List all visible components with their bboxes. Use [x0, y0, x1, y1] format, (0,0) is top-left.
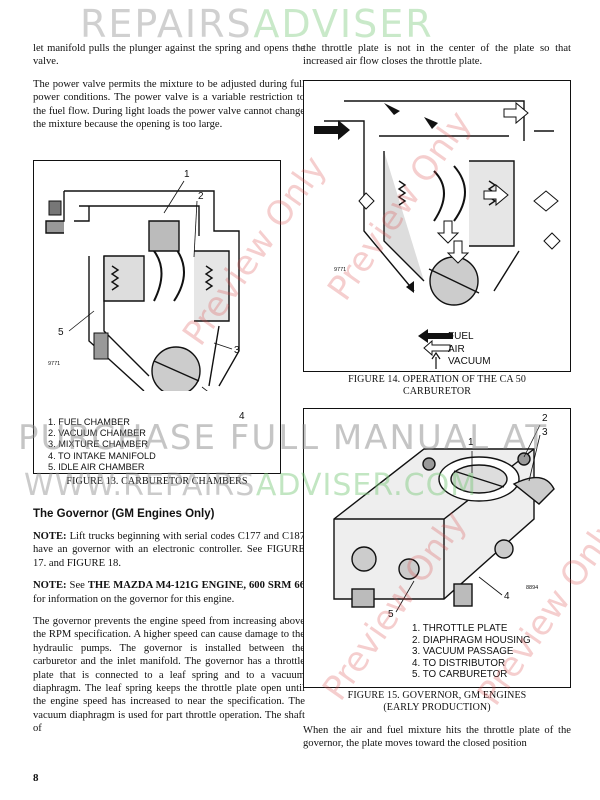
fig13-callout-4: 4	[239, 411, 245, 422]
figure-14-caption: FIGURE 14. OPERATION OF THE CA 50 CARBUR…	[303, 374, 571, 398]
fig15-callout-1: 1	[468, 437, 474, 448]
paragraph-valve: let manifold pulls the plunger against t…	[33, 43, 305, 68]
figure-15-caption: FIGURE 15. GOVERNOR, GM ENGINES (EARLY P…	[303, 690, 571, 714]
watermark-part: ADVISER	[253, 2, 434, 46]
fig15-caption-line2: (EARLY PRODUCTION)	[383, 702, 491, 713]
fig13-legend-item: 1. FUEL CHAMBER	[48, 417, 130, 427]
note-text: Lift trucks beginning with serial codes …	[33, 531, 305, 569]
governor-heading: The Governor (GM Engines Only)	[33, 508, 215, 520]
fig15-legend-item: 2. DIAPHRAGM HOUSING	[412, 634, 531, 646]
page-number: 8	[33, 772, 39, 784]
fig14-legend-air: AIR	[448, 343, 465, 355]
note-label: NOTE:	[33, 531, 67, 542]
figure-13-legend: 1. FUEL CHAMBER 2. VACUUM CHAMBER 3. MIX…	[48, 417, 156, 473]
watermark-url: WWW.REPAIRSADVISER.COM	[24, 468, 477, 503]
fig13-legend-item: 5. IDLE AIR CHAMBER	[48, 461, 145, 472]
fig15-callout-2: 2	[542, 413, 548, 424]
fig13-callout-2: 2	[198, 191, 204, 202]
paragraph-power-valve: The power valve permits the mixture to b…	[33, 78, 305, 131]
figure-15-legend: 1. THROTTLE PLATE 2. DIAPHRAGM HOUSING 3…	[412, 623, 531, 681]
watermark-site-name: REPAIRSADVISER	[80, 2, 434, 46]
fig15-caption-line1: FIGURE 15. GOVERNOR, GM ENGINES	[347, 690, 527, 701]
left-column: let manifold pulls the plunger against t…	[33, 42, 305, 140]
fig15-callout-4: 4	[504, 591, 510, 602]
fig13-callout-3: 3	[234, 345, 240, 356]
note-reference: THE MAZDA M4-121G ENGINE, 600 SRM 66	[87, 580, 306, 592]
figure-14-box: 9771 FUEL AIR VACUUM	[303, 80, 571, 372]
fig13-legend-item: 3. MIXTURE CHAMBER	[48, 439, 149, 450]
fig15-code: 8894	[526, 585, 539, 591]
paragraph-air-fuel-mixture: When the air and fuel mixture hits the t…	[303, 725, 571, 750]
fig15-callout-5: 5	[388, 609, 394, 620]
right-column-lower: When the air and fuel mixture hits the t…	[303, 724, 571, 760]
right-column: the throttle plate is not in the center …	[303, 42, 571, 78]
figure-14-diagram	[314, 100, 561, 369]
note-serial-codes: NOTE: Lift trucks beginning with serial …	[33, 530, 305, 570]
fig13-callout-5: 5	[58, 327, 64, 338]
figure-13-diagram	[45, 180, 240, 391]
fig15-legend-item: 1. THROTTLE PLATE	[412, 623, 508, 634]
figure-14-legend: FUEL AIR VACUUM	[448, 331, 491, 369]
fig13-legend-item: 2. VACUUM CHAMBER	[48, 428, 146, 439]
figure-15-diagram	[333, 424, 555, 613]
watermark-purchase: PURCHASE FULL MANUAL AT	[18, 418, 549, 458]
note-text: for information on the governor for this…	[33, 593, 235, 605]
fig14-legend-fuel: FUEL	[448, 331, 474, 342]
left-column-lower: The Governor (GM Engines Only) NOTE: Lif…	[33, 508, 305, 745]
fig13-code: 9771	[48, 361, 61, 367]
fig15-legend-item: 3. VACUUM PASSAGE	[412, 646, 514, 658]
watermark-part: REPAIRS	[80, 2, 254, 46]
note-text: See	[66, 580, 88, 592]
watermark-part: WWW.REPAIRS	[24, 468, 256, 503]
note-label: NOTE:	[33, 580, 67, 592]
watermark-part: ADVISER.COM	[255, 468, 478, 503]
figure-13-box: 1 2 3 4 5 9771 1. FUEL CHAMBER 2. VACUUM…	[33, 160, 281, 474]
fig13-legend-item: 4. TO INTAKE MANIFOLD	[48, 450, 156, 461]
fig14-legend-vacuum: VACUUM	[448, 356, 491, 367]
fig15-callout-3: 3	[542, 427, 548, 438]
figure-15-box: 1 2 3 4 5 8894 1. THROTTLE PLATE 2. DIAP…	[303, 408, 571, 688]
paragraph-governor: The governor prevents the engine speed f…	[33, 616, 305, 735]
fig13-callout-1: 1	[184, 169, 190, 180]
fig15-legend-item: 4. TO DISTRIBUTOR	[412, 657, 506, 669]
note-mazda: NOTE: See THE MAZDA M4-121G ENGINE, 600 …	[33, 579, 305, 606]
figure-13-caption-visible: FIGURE 13. CARBURETOR CHAMBERS	[66, 476, 248, 487]
fig14-code: 9771	[334, 267, 347, 273]
fig15-legend-item: 5. TO CARBURETOR	[412, 669, 508, 681]
fig14-caption-line2: CARBURETOR	[402, 386, 472, 397]
fig14-caption-line1: FIGURE 14. OPERATION OF THE CA 50	[348, 374, 526, 385]
paragraph-throttle-plate: the throttle plate is not in the center …	[303, 43, 571, 68]
